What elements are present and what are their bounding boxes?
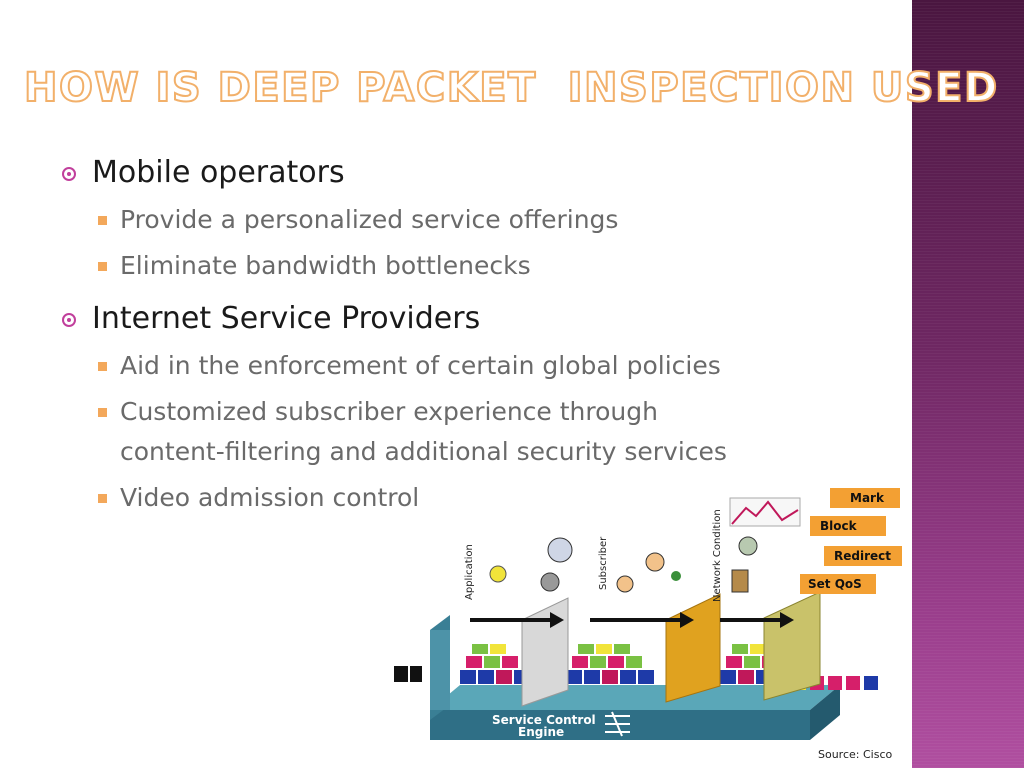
engine-base-side <box>810 685 840 740</box>
sub-bullet: Aid in the enforcement of certain global… <box>62 346 882 386</box>
action-redirect-box <box>824 546 902 566</box>
film-reel-icon <box>547 537 573 563</box>
application-stage-wall <box>521 597 569 707</box>
engine-label: Service Control Engine <box>492 713 596 739</box>
sub-bullet-text: Eliminate bandwidth bottlenecks <box>120 251 531 280</box>
packet-grid <box>460 644 778 684</box>
sub-bullet: Provide a personalized service offerings <box>62 200 882 240</box>
sub-bullet-text: Aid in the enforcement of certain global… <box>120 351 721 380</box>
action-redirect: Redirect <box>834 549 891 563</box>
person-icon <box>645 552 665 572</box>
stage-label-application: Application <box>464 544 475 600</box>
engine-left-wall-front <box>430 630 450 710</box>
sub-bullet: Video admission control <box>62 478 882 518</box>
bullet-list: Mobile operators Provide a personalized … <box>62 152 882 518</box>
source-credit: Source: Cisco <box>818 748 893 761</box>
side-band-decoration <box>912 0 1024 768</box>
stage-label-subscriber: Subscriber <box>598 536 609 590</box>
sub-bullet: Customized subscriber experience through… <box>62 392 882 472</box>
engine-label-line2: Engine <box>518 725 564 739</box>
action-block: Block <box>820 519 858 533</box>
engine-logo-icon <box>605 711 630 737</box>
action-setqos-box <box>800 574 876 594</box>
flow-arrows <box>470 612 794 628</box>
stage-label-network-condition: Network Condition <box>712 509 723 602</box>
gears-icon <box>738 536 758 556</box>
bullet-isps: Internet Service Providers <box>62 298 882 340</box>
bullet-text: Internet Service Providers <box>92 301 481 336</box>
subscriber-stage-wall <box>665 593 721 703</box>
application-icon <box>489 565 507 583</box>
square-bullet-icon <box>98 216 107 225</box>
bullet-circle-icon <box>62 167 76 181</box>
bullet-mobile-operators: Mobile operators <box>62 152 882 194</box>
network-graph-icon <box>729 497 801 527</box>
service-control-engine-illustration: Application Subscriber Network Condition… <box>394 488 902 740</box>
action-block-box <box>810 516 886 536</box>
hourglass-icon <box>731 569 749 593</box>
square-bullet-icon <box>98 494 107 503</box>
game-controller-icon <box>540 572 560 592</box>
engine-label-line1: Service Control <box>492 713 596 727</box>
action-mark: Mark <box>850 491 885 505</box>
action-mark-box <box>830 488 900 508</box>
square-bullet-icon <box>98 362 107 371</box>
bullet-text: Mobile operators <box>92 155 345 190</box>
bullet-circle-icon <box>62 313 76 327</box>
square-bullet-icon <box>98 262 107 271</box>
sub-bullet-text: Video admission control <box>120 483 420 512</box>
person-icon <box>616 575 634 593</box>
sub-bullet-text-continued: content-filtering and additional securit… <box>120 437 727 466</box>
input-packet <box>394 666 408 682</box>
slide-title: How is Deep Packet Inspection used <box>23 64 999 112</box>
action-labels: Mark Block Redirect Set QoS <box>800 488 902 594</box>
sub-bullet-text: Provide a personalized service offerings <box>120 205 619 234</box>
sub-bullet-text: Customized subscriber experience through <box>120 397 658 426</box>
action-set-qos: Set QoS <box>808 577 862 591</box>
network-stage-wall <box>763 591 821 701</box>
input-packet <box>410 666 422 682</box>
sub-bullet: Eliminate bandwidth bottlenecks <box>62 246 882 286</box>
square-bullet-icon <box>98 408 107 417</box>
person-icon <box>671 571 681 581</box>
